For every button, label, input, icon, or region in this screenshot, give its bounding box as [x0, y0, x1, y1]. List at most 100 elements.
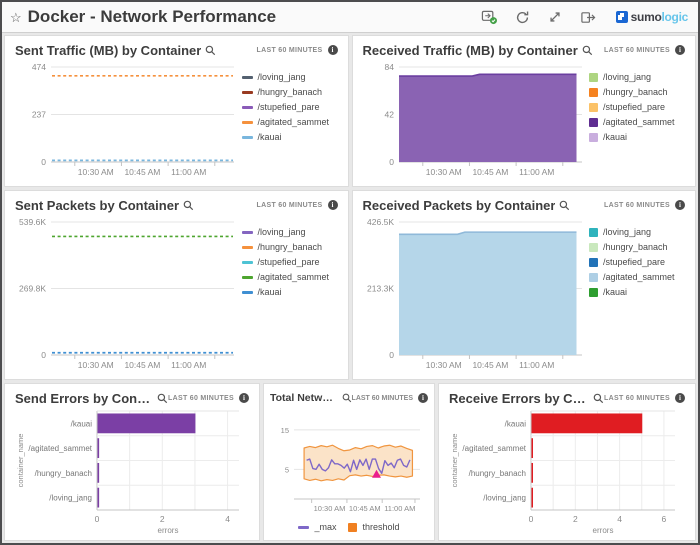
legend-item[interactable]: /hungry_banach: [589, 88, 685, 97]
svg-text:4: 4: [225, 514, 230, 524]
magnifier-icon[interactable]: [342, 393, 352, 403]
svg-text:2: 2: [160, 514, 165, 524]
chart-svg: /kauai/agitated_sammet/hungry_banach/lov…: [16, 410, 239, 535]
svg-text:10:30 AM: 10:30 AM: [425, 167, 461, 177]
legend-swatch: [298, 526, 310, 529]
legend-item[interactable]: /agitated_sammet: [589, 273, 685, 282]
svg-text:/loving_jang: /loving_jang: [483, 494, 526, 503]
info-icon[interactable]: [675, 200, 685, 210]
info-icon[interactable]: [418, 393, 428, 403]
legend-item[interactable]: /agitated_sammet: [241, 118, 338, 127]
legend-label: /stupefied_pare: [603, 102, 666, 112]
legend-item[interactable]: /loving_jang: [241, 228, 338, 237]
legend-item[interactable]: /hungry_banach: [241, 88, 338, 97]
legend-swatch: [241, 121, 253, 124]
legend-item[interactable]: /stupefied_pare: [589, 103, 685, 112]
legend-item[interactable]: /stupefied_pare: [589, 258, 685, 267]
legend-swatch: [589, 118, 598, 127]
panel-header: Send Errors by Container LAST 60 MINUTES: [15, 390, 249, 406]
legend-swatch: [241, 76, 253, 79]
legend-item[interactable]: /stupefied_pare: [241, 258, 338, 267]
magnifier-icon[interactable]: [559, 200, 570, 211]
svg-text:213.3K: 213.3K: [367, 283, 394, 293]
legend-item[interactable]: /hungry_banach: [241, 243, 338, 252]
legend-label: /kauai: [603, 287, 628, 297]
expand-icon[interactable]: [547, 9, 564, 25]
legend-item[interactable]: /kauai: [241, 287, 338, 297]
time-range-label: LAST 60 MINUTES: [256, 201, 323, 209]
magnifier-icon[interactable]: [593, 393, 604, 404]
sumologic-logo: sumologic: [615, 8, 688, 26]
svg-text:2: 2: [573, 514, 578, 524]
legend-label: /hungry_banach: [603, 242, 668, 252]
time-range-label: LAST 60 MINUTES: [351, 394, 413, 402]
legend-item[interactable]: /kauai: [589, 288, 685, 297]
legend-item[interactable]: /loving_jang: [589, 73, 685, 82]
panel-title: Receive Errors by Container: [449, 390, 589, 406]
svg-text:0: 0: [529, 514, 534, 524]
panel-total-network-errors: Total Network Err... LAST 60 MINUTES 155…: [263, 383, 435, 541]
legend-item[interactable]: /kauai: [589, 133, 685, 142]
magnifier-icon[interactable]: [157, 393, 168, 404]
svg-text:11:00 AM: 11:00 AM: [519, 167, 554, 177]
dashboard-grid: Sent Traffic (MB) by Container LAST 60 M…: [2, 33, 698, 543]
receive-errors-chart[interactable]: /kauai/agitated_sammet/hungry_banach/lov…: [449, 408, 685, 536]
magnifier-icon[interactable]: [582, 45, 593, 56]
send-errors-chart[interactable]: /kauai/agitated_sammet/hungry_banach/lov…: [15, 408, 249, 536]
magnifier-icon[interactable]: [183, 200, 194, 211]
time-range-label: LAST 60 MINUTES: [604, 394, 670, 402]
legend-swatch: [589, 288, 598, 297]
legend-item[interactable]: /agitated_sammet: [589, 118, 685, 127]
svg-text:539.6K: 539.6K: [19, 217, 46, 227]
svg-text:0: 0: [95, 514, 100, 524]
info-icon[interactable]: [675, 393, 685, 403]
legend-swatch: [241, 106, 253, 109]
row-2: Sent Packets by Container LAST 60 MINUTE…: [4, 190, 696, 380]
legend-item[interactable]: /hungry_banach: [589, 243, 685, 252]
panel-header: Total Network Err... LAST 60 MINUTES: [270, 390, 428, 406]
received-traffic-legend: /loving_jang/hungry_banach/stupefied_par…: [587, 60, 685, 182]
svg-text:/kauai: /kauai: [71, 419, 93, 428]
refresh-icon[interactable]: [514, 9, 531, 25]
svg-text:container_name: container_name: [450, 434, 459, 488]
legend-item[interactable]: /loving_jang: [241, 73, 338, 82]
legend-item[interactable]: /loving_jang: [589, 228, 685, 237]
share-icon[interactable]: [580, 9, 597, 25]
time-range-label: LAST 60 MINUTES: [168, 394, 234, 402]
svg-text:errors: errors: [158, 526, 179, 535]
legend-label: /kauai: [257, 287, 282, 297]
legend-item[interactable]: /kauai: [241, 133, 338, 142]
legend-item[interactable]: threshold: [348, 523, 400, 532]
sent-packets-legend: /loving_jang/hungry_banach/stupefied_par…: [240, 215, 338, 375]
chart-svg: /kauai/agitated_sammet/hungry_banach/lov…: [450, 410, 675, 535]
info-icon[interactable]: [327, 200, 338, 210]
svg-text:/agitated_sammet: /agitated_sammet: [462, 444, 526, 453]
legend-label: /loving_jang: [603, 227, 652, 237]
panel-received-packets: Received Packets by Container LAST 60 MI…: [351, 190, 696, 380]
panel-header: Sent Packets by Container LAST 60 MINUTE…: [15, 197, 338, 213]
info-icon[interactable]: [327, 45, 338, 55]
legend-swatch: [589, 133, 598, 142]
legend-label: /stupefied_pare: [603, 257, 666, 267]
magnifier-icon[interactable]: [205, 45, 216, 56]
legend-item[interactable]: /agitated_sammet: [241, 273, 338, 282]
favorite-star-icon[interactable]: ☆: [10, 9, 22, 25]
legend-item[interactable]: /stupefied_pare: [241, 103, 338, 112]
panel-header: Received Packets by Container LAST 60 MI…: [363, 197, 685, 213]
time-range-label: LAST 60 MINUTES: [604, 46, 670, 54]
legend-item[interactable]: _max: [298, 523, 336, 532]
info-icon[interactable]: [675, 45, 685, 55]
svg-text:errors: errors: [593, 526, 614, 535]
panel-received-traffic: Received Traffic (MB) by Container LAST …: [351, 35, 696, 187]
schedule-export-icon[interactable]: [481, 9, 498, 25]
info-icon[interactable]: [239, 393, 249, 403]
